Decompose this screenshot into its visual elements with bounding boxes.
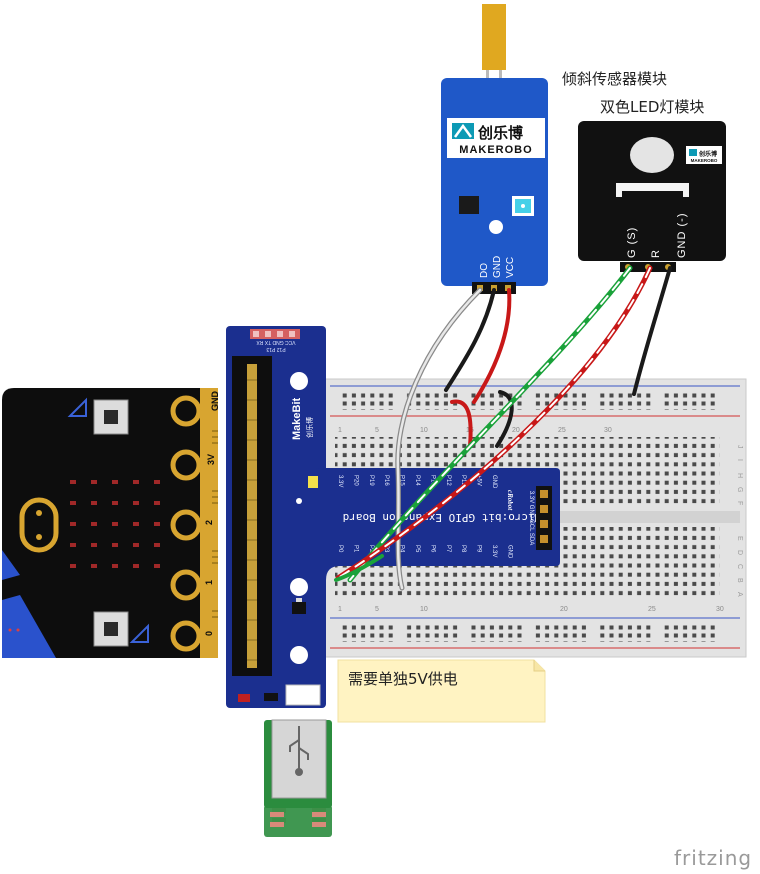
bb-col-num: 20 xyxy=(560,606,568,613)
bb-col-num: 20 xyxy=(512,427,520,434)
gpio-pin-label: P7 xyxy=(445,545,451,553)
gpio-pin-label: P9 xyxy=(476,545,482,553)
microbit-pin-label: 3V xyxy=(206,454,216,465)
gpio-pin-label: P16 xyxy=(383,475,389,486)
wire-led-gnd xyxy=(632,266,672,396)
tilt-pin-label: DO xyxy=(479,263,490,278)
board-title: Micro:bit GPIO Expansion Board xyxy=(343,511,542,524)
led-module-label: 双色LED灯模块 xyxy=(600,98,705,116)
power-note xyxy=(337,659,546,723)
gpio-pin-label: P4 xyxy=(399,545,405,553)
tilt-brand-en: MAKEROBO xyxy=(459,144,532,156)
microbit-pin-label: 2 xyxy=(204,520,214,525)
makebit-logo: MakeBit xyxy=(291,397,303,440)
bb-row-letter: C xyxy=(736,564,743,569)
microbit-pin-label: GND xyxy=(210,391,220,412)
led-brand-en: MAKEROBO xyxy=(691,158,718,163)
i2c-label: 3.3V GND SCL SDA xyxy=(528,491,534,545)
gpio-pin-label: 3.3V xyxy=(337,475,343,487)
gpio-pin-label: P8 xyxy=(460,545,466,553)
bb-row-letter: D xyxy=(736,550,743,555)
gpio-pin-label: P14 xyxy=(414,475,420,486)
bb-row-letter: H xyxy=(736,473,743,478)
jumper-red xyxy=(450,399,473,448)
microbit-pin-label: 1 xyxy=(204,580,214,585)
microbit-pin-label: 0 xyxy=(204,631,214,636)
led-brand-cn: 创乐博 xyxy=(698,150,717,158)
gpio-pin-label: GND xyxy=(491,475,497,489)
gpio-pin-label: P2 xyxy=(368,545,374,553)
gpio-pin-label: P11 xyxy=(460,475,466,486)
bb-col-num: 10 xyxy=(420,606,428,613)
gpio-pin-label: P6 xyxy=(429,545,435,553)
gpio-pin-label: P19 xyxy=(368,475,374,486)
bb-row-letter: A xyxy=(736,592,743,597)
bb-row-letter: F xyxy=(736,501,743,505)
microbit-board: GND 3V 2 1 0 xyxy=(2,388,220,658)
bb-col-num: 1 xyxy=(338,606,342,613)
led-pin-label: GND (-) xyxy=(676,213,688,259)
led-pin-label: R xyxy=(650,249,662,258)
bb-col-num: 5 xyxy=(375,606,379,613)
gpio-pin-label: GND xyxy=(506,545,512,559)
gpio-pin-label: 3.3V xyxy=(491,545,497,557)
makebit-cn-logo: 创乐博 xyxy=(305,417,314,438)
gpio-pin-label: P13 xyxy=(429,475,435,486)
bb-row-letter: G xyxy=(736,487,743,492)
gpio-pin-label: P5 xyxy=(414,545,420,553)
dual-led-module: 创乐博 MAKEROBO G (S) R GND (-) xyxy=(578,121,726,272)
header-label-2: P12 P13 xyxy=(266,346,285,352)
bb-col-num: 5 xyxy=(375,427,379,434)
bb-col-num: 25 xyxy=(558,427,566,434)
crobot-logo: cRobot xyxy=(506,490,514,511)
led-pin-label: G (S) xyxy=(626,227,638,258)
bb-col-num: 30 xyxy=(604,427,612,434)
usb-icon xyxy=(289,726,309,776)
tilt-pin-label: VCC xyxy=(505,257,516,278)
gpio-pin-label: P3 xyxy=(383,545,389,553)
gpio-pin-label: P15 xyxy=(399,475,405,486)
gpio-pin-label: P1 xyxy=(352,545,358,553)
bb-col-num: 10 xyxy=(420,427,428,434)
fritzing-watermark: fritzing xyxy=(674,846,753,870)
header-label: VCC GND TX RX xyxy=(256,339,296,345)
wires xyxy=(334,265,672,591)
bb-col-num: 25 xyxy=(648,606,656,613)
gpio-pin-label: P12 xyxy=(445,475,451,486)
bb-row-letter: J xyxy=(736,445,743,449)
bb-row-letter: E xyxy=(736,536,743,541)
bb-col-num: 1 xyxy=(338,427,342,434)
bb-row-letter: B xyxy=(736,578,743,583)
tilt-brand-cn: 创乐博 xyxy=(477,124,523,142)
tilt-module-label: 倾斜传感器模块 xyxy=(562,70,668,88)
wire-gnd-tilt xyxy=(444,288,496,392)
power-note-text: 需要单独5V供电 xyxy=(348,670,458,688)
jumper-black xyxy=(495,390,514,448)
wire-p0-green xyxy=(334,554,384,582)
tilt-sensor-module: 创乐博 MAKEROBO DO GND VCC xyxy=(441,4,548,294)
makerobo-logo-icon xyxy=(452,123,474,139)
wire-vcc-tilt xyxy=(472,288,512,404)
bb-row-letter: I xyxy=(736,459,743,461)
gpio-pin-label: +5V xyxy=(476,475,482,486)
gpio-pin-label: P20 xyxy=(352,475,358,486)
gpio-pin-label: P0 xyxy=(337,545,343,553)
usb-adapter xyxy=(264,719,332,837)
tilt-pin-label: GND xyxy=(492,256,503,278)
bb-col-num: 30 xyxy=(716,606,724,613)
